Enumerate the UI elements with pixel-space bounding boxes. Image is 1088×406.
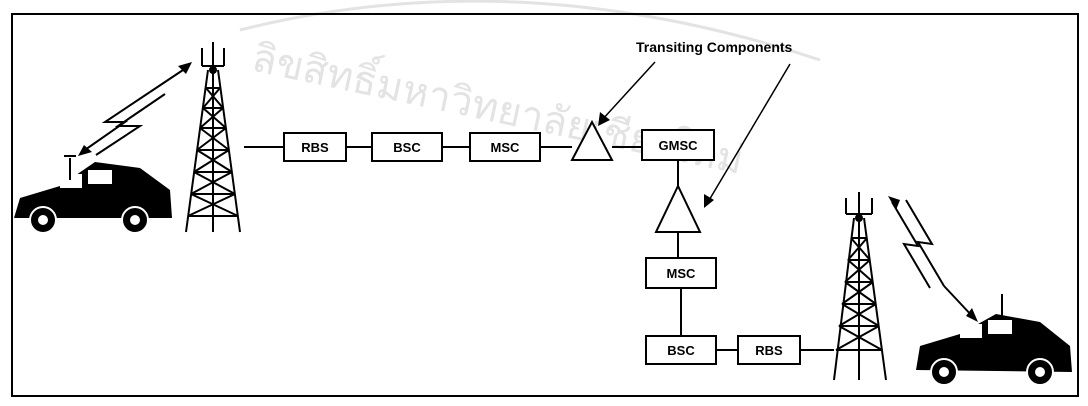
node-bsc-right: BSC <box>646 336 716 364</box>
node-msc-left: MSC <box>470 133 540 161</box>
svg-text:RBS: RBS <box>301 140 329 155</box>
node-gmsc: GMSC <box>642 130 714 160</box>
tower-right-icon <box>834 192 886 380</box>
tower-left-icon <box>186 42 240 232</box>
node-rbs-right: RBS <box>738 336 800 364</box>
node-bsc-left: BSC <box>372 133 442 161</box>
node-rbs-left: RBS <box>284 133 346 161</box>
svg-text:GMSC: GMSC <box>659 138 699 153</box>
svg-text:MSC: MSC <box>491 140 521 155</box>
transit-triangle-bottom <box>656 186 700 232</box>
car-left-icon <box>14 156 172 233</box>
node-msc-right: MSC <box>646 258 716 288</box>
svg-text:MSC: MSC <box>667 266 697 281</box>
svg-text:BSC: BSC <box>393 140 421 155</box>
car-right-icon <box>916 294 1072 385</box>
radio-link-left <box>78 62 192 156</box>
radio-link-right <box>888 196 978 322</box>
transiting-components-label: Transiting Components <box>636 39 793 55</box>
svg-text:BSC: BSC <box>667 343 695 358</box>
svg-text:RBS: RBS <box>755 343 783 358</box>
diagram-frame <box>12 14 1078 396</box>
